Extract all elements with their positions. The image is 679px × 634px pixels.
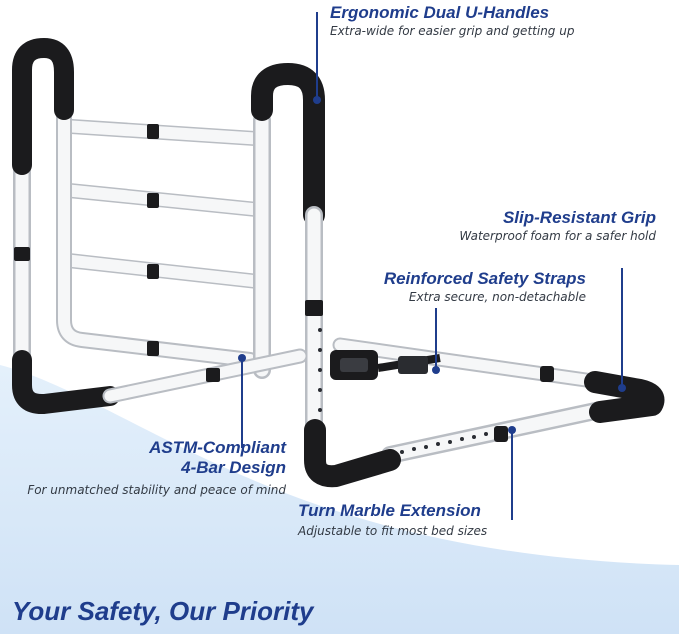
callout-grip: Slip-Resistant Grip Waterproof foam for … <box>459 208 656 244</box>
callout-straps: Reinforced Safety Straps Extra secure, n… <box>384 269 586 305</box>
callout-dots <box>238 96 626 434</box>
callout-astm-title-line2: 4-Bar Design <box>181 458 286 477</box>
callout-grip-subtitle: Waterproof foam for a safer hold <box>459 229 656 243</box>
callout-straps-subtitle: Extra secure, non-detachable <box>408 290 586 304</box>
safety-strap <box>330 350 441 380</box>
handle-panel <box>12 38 325 449</box>
adjustment-holes <box>318 328 488 454</box>
footer-tagline: Your Safety, Our Priority <box>12 596 314 626</box>
callout-handles: Ergonomic Dual U-Handles Extra-wide for … <box>330 3 574 39</box>
callout-astm-subtitle: For unmatched stability and peace of min… <box>27 483 286 497</box>
bar-clamps <box>14 124 323 382</box>
callout-astm: ASTM-Compliant 4-Bar Design For unmatche… <box>27 438 286 498</box>
callout-handles-title: Ergonomic Dual U-Handles <box>330 3 550 22</box>
rail-clamp <box>540 366 554 382</box>
callout-extension-title: Turn Marble Extension <box>298 501 481 520</box>
callout-straps-title: Reinforced Safety Straps <box>383 269 586 288</box>
callout-lines <box>241 12 623 520</box>
callout-extension-subtitle: Adjustable to fit most bed sizes <box>298 524 488 538</box>
callout-handles-subtitle: Extra-wide for easier grip and getting u… <box>330 24 575 38</box>
callout-grip-title: Slip-Resistant Grip <box>502 208 656 227</box>
background-wave <box>0 365 679 634</box>
callout-astm-title-line1: ASTM-Compliant <box>149 438 286 457</box>
extension-knob <box>494 426 508 442</box>
callout-extension: Turn Marble Extension Adjustable to fit … <box>298 501 487 539</box>
